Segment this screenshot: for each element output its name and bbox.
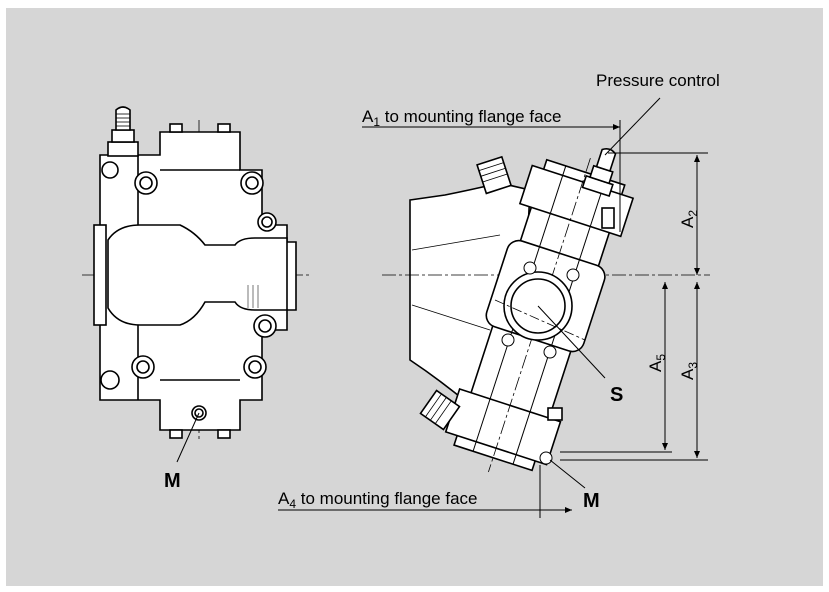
left-bolts (100, 161, 277, 421)
left-hatch (247, 285, 259, 308)
left-top-tab-2 (217, 123, 231, 133)
left-bottom-tab-2 (217, 429, 231, 439)
right-knob-screw (595, 148, 617, 173)
right-top-fitting (476, 155, 513, 195)
label-a4: A4 to mounting flange face (278, 489, 478, 511)
left-waist (107, 224, 288, 326)
right-m-port (539, 451, 553, 465)
right-port-bolts (501, 261, 580, 359)
label-pressure-control: Pressure control (596, 71, 720, 90)
right-inner-tab (547, 407, 563, 421)
label-a3: A3 (678, 362, 700, 380)
right-view (382, 97, 710, 489)
left-bottom-tab-1 (169, 429, 183, 439)
label-s-port: S (610, 384, 623, 406)
left-knob-base (107, 141, 139, 157)
left-flange-plate (93, 224, 107, 326)
left-knob-screw (115, 106, 131, 131)
label-a1: A1 to mounting flange face (362, 107, 562, 129)
label-a2: A2 (678, 210, 700, 228)
label-m-right: M (583, 490, 600, 512)
left-knob-nut (111, 129, 135, 143)
right-side-tab (601, 207, 615, 229)
dimension-lines (278, 120, 708, 518)
left-top-tab-1 (169, 123, 183, 133)
label-m-left: M (164, 470, 181, 492)
label-a5: A5 (646, 354, 668, 372)
left-view (82, 106, 310, 463)
